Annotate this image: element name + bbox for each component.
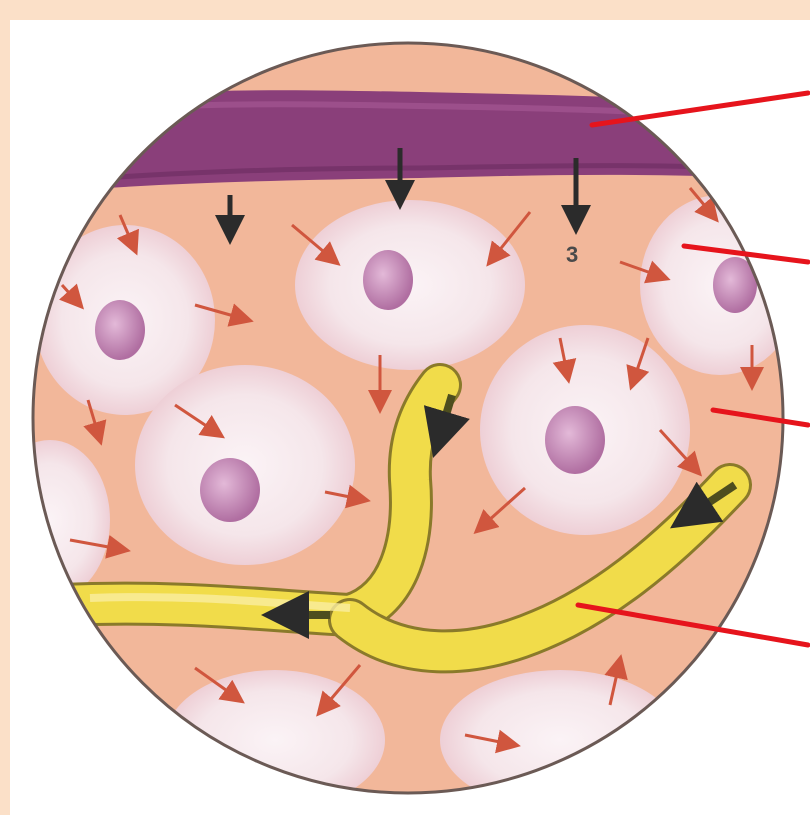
pointer-line-blood-vessel [592,93,808,125]
cell-nucleus [545,406,605,474]
marker-number: 3 [566,242,578,267]
cell-nucleus [200,458,260,522]
cell-nucleus [95,300,145,360]
cell-nucleus [363,250,413,310]
tissue-cell [440,670,680,810]
